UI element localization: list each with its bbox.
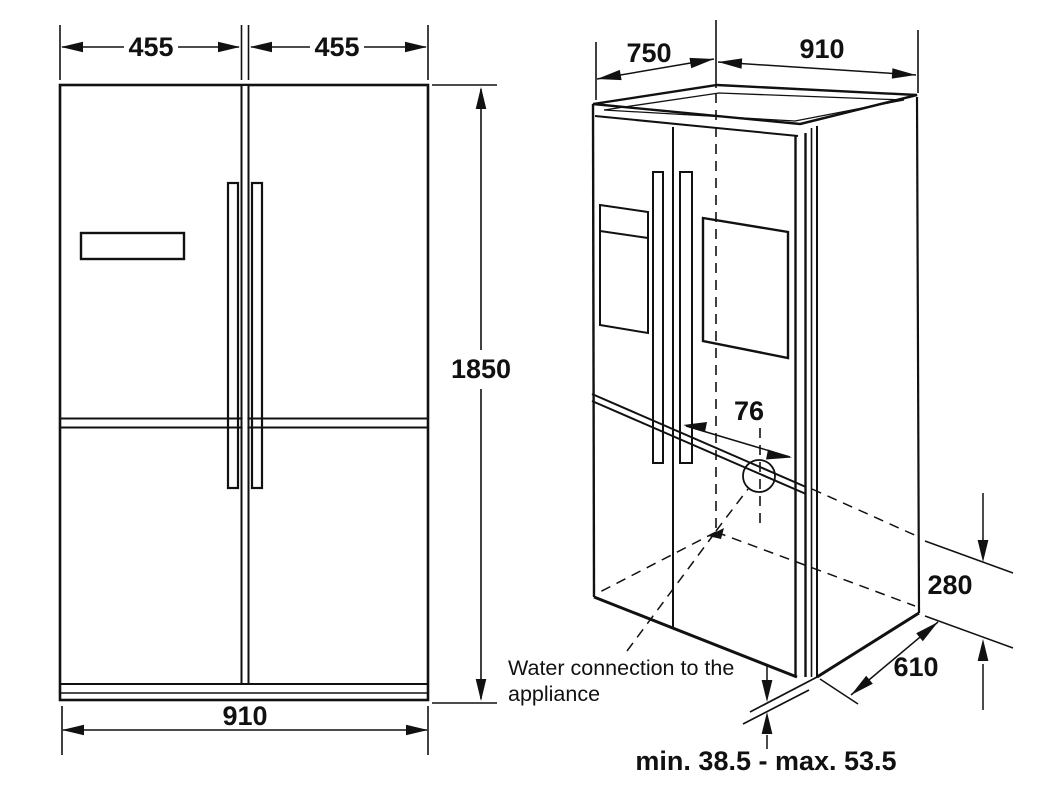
iso-right-handle <box>679 171 693 464</box>
dim-extension-line <box>924 615 1014 649</box>
front-view: 455 455 1850 910 <box>58 25 511 755</box>
iso-hidden-floor-edge-left-dashed <box>595 531 717 595</box>
iso-divider-continuation-dashed <box>811 488 920 538</box>
dim-label-total-height: 1850 <box>451 354 511 384</box>
water-connection-circle <box>742 459 776 493</box>
arrowhead <box>475 679 487 701</box>
iso-side-bottom-edge <box>816 611 920 679</box>
note-text-line1: Water connection to the <box>508 656 734 680</box>
arrowhead <box>250 41 272 53</box>
arrowhead <box>62 724 84 736</box>
arrowhead <box>597 69 622 81</box>
dim-label-total-width: 910 <box>222 701 267 731</box>
arrowhead <box>61 41 83 53</box>
front-dispenser-panel <box>79 231 186 261</box>
iso-dim-water-offset: 76 <box>683 396 792 460</box>
iso-front-bottom-edge <box>593 595 798 679</box>
arrowhead <box>761 680 773 702</box>
front-left-handle <box>226 181 240 490</box>
iso-top-face-inset <box>603 92 905 122</box>
iso-dispenser-divider <box>599 230 649 239</box>
arrowhead <box>761 712 773 734</box>
arrowhead <box>689 57 714 69</box>
front-dim-height: 1850 <box>432 84 511 704</box>
arrowhead <box>851 675 873 695</box>
iso-back-right-edge <box>915 96 921 614</box>
leader-arrowhead <box>708 528 724 539</box>
arrowhead <box>405 41 427 53</box>
dim-label-side-depth: 610 <box>893 652 938 682</box>
arrowhead <box>406 724 428 736</box>
dim-extension-line <box>924 540 1014 574</box>
arrowhead <box>891 68 916 79</box>
iso-dim-floor-clearance: min. 38.5 - max. 53.5 <box>635 666 897 776</box>
note-text-line2: appliance <box>508 682 600 706</box>
arrowhead <box>683 422 707 432</box>
iso-front-left-edge <box>591 103 596 598</box>
water-connection-note: Water connection to the appliance <box>508 656 734 706</box>
front-dim-door-widths: 455 455 <box>59 25 429 80</box>
iso-dim-top: 750 910 <box>595 20 919 100</box>
dim-line <box>717 61 917 76</box>
dim-extension-line <box>819 678 859 705</box>
dim-label-base-height: 280 <box>927 570 972 600</box>
front-dim-total-width: 910 <box>61 701 429 755</box>
dim-label-right-door-width: 455 <box>314 32 359 62</box>
arrowhead <box>977 639 989 661</box>
front-cabinet-outline <box>58 83 430 702</box>
iso-dim-side-depth: 610 <box>819 621 939 705</box>
iso-top-band-line <box>594 115 799 137</box>
arrowhead <box>977 540 989 562</box>
arrowhead <box>766 449 792 460</box>
iso-hidden-floor-edge-right-dashed <box>715 531 916 607</box>
arrowhead <box>718 58 743 69</box>
dim-label-water-offset: 76 <box>734 396 764 426</box>
arrowhead <box>218 41 240 53</box>
dim-label-left-door-width: 455 <box>128 32 173 62</box>
water-note-leader-dashed <box>626 533 715 652</box>
iso-divider-line-bottom <box>591 400 807 495</box>
front-door-gap-strip <box>242 86 248 683</box>
dim-label-depth-top: 750 <box>626 38 671 68</box>
dim-extension-line <box>742 689 810 725</box>
dim-extension-line <box>749 675 820 713</box>
iso-dispenser-panel <box>599 203 649 335</box>
iso-divider-line-top <box>591 393 807 488</box>
dim-label-floor-clearance: min. 38.5 - max. 53.5 <box>635 746 896 776</box>
iso-display-panel <box>701 216 790 360</box>
isometric-view: 76 750 910 280 <box>508 20 1014 776</box>
dim-label-width-top: 910 <box>799 34 844 64</box>
arrowhead <box>916 622 938 642</box>
arrowhead <box>475 87 487 109</box>
front-right-handle <box>250 181 264 490</box>
iso-side-top-edge <box>799 93 918 126</box>
water-note-leader-upper-dashed <box>715 488 749 532</box>
iso-left-handle <box>652 171 664 464</box>
iso-dim-base-height: 280 <box>924 493 1014 710</box>
